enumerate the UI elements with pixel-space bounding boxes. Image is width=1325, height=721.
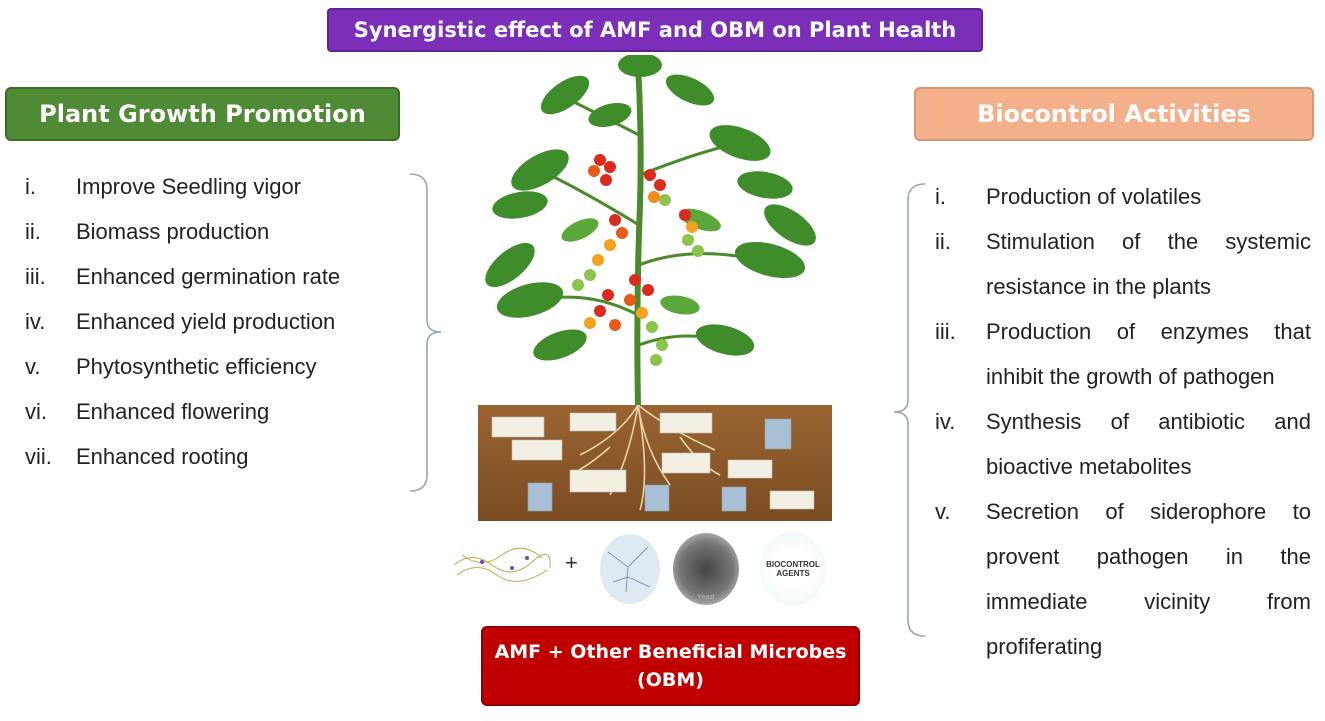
list-item: i. Improve Seedling vigor (25, 174, 425, 219)
plus-sign: + (565, 550, 578, 575)
list-item: i. Production of volatiles (935, 174, 1311, 219)
amf-obm-box: AMF + Other Beneficial Microbes (OBM) (481, 626, 860, 706)
tomato-plant-illustration (478, 55, 832, 521)
item-text: Stimulation of the systemic resistance i… (986, 229, 1311, 299)
item-text: Synthesis of antibiotic and bioactive me… (986, 409, 1311, 479)
yeast-label: Yeast (697, 594, 715, 601)
diagram-title: Synergistic effect of AMF and OBM on Pla… (327, 8, 983, 52)
item-number: ii. (25, 219, 41, 244)
plant-growth-promotion-list: i. Improve Seedling vigor ii. Biomass prod… (25, 174, 425, 489)
list-item: iv. Enhanced yield production (25, 309, 425, 354)
biocontrol-label-line1: BIOCONTROL (766, 560, 820, 569)
item-number: i. (25, 174, 36, 199)
plant-growth-promotion-header: Plant Growth Promotion (5, 87, 400, 141)
list-item: vii. Enhanced rooting (25, 444, 425, 489)
item-text: Enhanced germination rate (76, 264, 341, 289)
item-text: Enhanced yield production (76, 309, 336, 334)
list-item: iii. Production of enzymes that inhibit t… (935, 309, 1311, 399)
biocontrol-activities-header: Biocontrol Activities (914, 87, 1314, 141)
amf-obm-line2: (OBM) (637, 669, 704, 691)
amf-obm-line1: AMF + Other Beneficial Microbes (494, 641, 847, 663)
item-number: v. (935, 499, 951, 524)
item-text: Improve Seedling vigor (76, 174, 302, 199)
biocontrol-label-line2: AGENTS (776, 569, 810, 578)
item-text: Enhanced rooting (76, 444, 249, 469)
item-number: ii. (935, 229, 951, 254)
item-text: Production of enzymes that inhibit the g… (986, 319, 1311, 389)
left-bracket-icon (409, 173, 442, 492)
item-text: Biomass production (76, 219, 270, 244)
item-text: Production of volatiles (986, 184, 1202, 209)
item-number: i. (935, 184, 946, 209)
item-number: vi. (25, 399, 47, 424)
biocontrol-agents-icon: BIOCONTROL AGENTS (760, 532, 826, 606)
item-number: v. (25, 354, 41, 379)
amf-hyphae-icon (453, 547, 551, 582)
list-item: iii. Enhanced germination rate (25, 264, 425, 309)
list-item: iv. Synthesis of antibiotic and bioactive… (935, 399, 1311, 489)
list-item: ii. Stimulation of the systemic resistanc… (935, 219, 1311, 309)
item-text: Enhanced flowering (76, 399, 270, 424)
list-item: vi. Enhanced flowering (25, 399, 425, 444)
biocontrol-activities-list: i. Production of volatiles ii. Stimulation… (935, 174, 1311, 669)
item-text: Phytosynthetic efficiency (76, 354, 317, 379)
item-number: vii. (25, 444, 52, 469)
item-number: iii. (935, 319, 956, 344)
list-item: ii. Biomass production (25, 219, 425, 264)
list-item: v. Phytosynthetic efficiency (25, 354, 425, 399)
list-item: v. Secretion of siderophore to provent pa… (935, 489, 1311, 669)
item-number: iv. (935, 409, 956, 434)
yeast-icon: Yeast (673, 533, 739, 605)
fungal-mycelium-icon (600, 534, 660, 604)
right-bracket-icon (893, 183, 926, 637)
item-text: Secretion of siderophore to provent path… (986, 499, 1311, 659)
item-number: iv. (25, 309, 46, 334)
item-number: iii. (25, 264, 46, 289)
